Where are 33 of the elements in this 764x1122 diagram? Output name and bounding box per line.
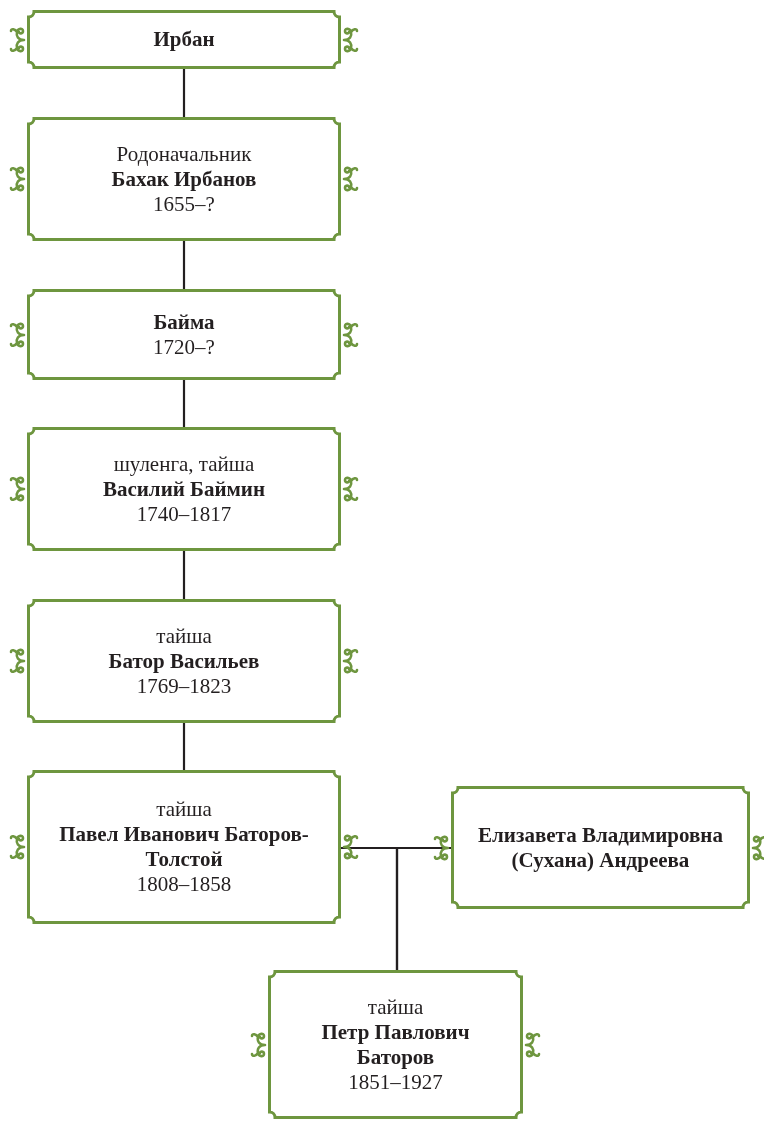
person-box: [27, 117, 341, 241]
title-text: тайша: [367, 994, 424, 1020]
connector-line: [182, 723, 186, 770]
name-text: Байма: [153, 309, 215, 335]
person-box: [268, 970, 523, 1119]
connector-line: [182, 69, 186, 117]
name-text: Батор Васильев: [108, 648, 260, 674]
person-box: [451, 786, 750, 909]
name-text: Бахак Ирбанов: [111, 166, 257, 192]
years-text: 1655–?: [153, 191, 215, 217]
name-text: Петр Павлович Баторов: [320, 1019, 471, 1070]
connector-line: [182, 380, 186, 427]
years-text: 1740–1817: [136, 501, 232, 527]
name-text: Василий Баймин: [102, 476, 266, 502]
years-text: 1769–1823: [136, 673, 232, 699]
connector-line: [395, 846, 451, 970]
connector-line: [182, 551, 186, 599]
years-text: 1808–1858: [136, 872, 232, 897]
years-text: 1851–1927: [348, 1069, 443, 1095]
name-text: Ирбан: [153, 27, 215, 52]
title-text: Родоначальник: [116, 141, 252, 167]
person-box: [27, 770, 341, 924]
years-text: 1720–?: [153, 334, 215, 360]
person-box: [27, 599, 341, 723]
connector-line: [182, 241, 186, 289]
title-text: тайша: [156, 623, 212, 649]
person-box: [27, 10, 341, 69]
person-box: [27, 427, 341, 551]
person-box: [27, 289, 341, 380]
name-text: Елизавета Владимировна (Сухана) Андреева: [477, 822, 724, 873]
title-text: тайша: [156, 797, 212, 822]
name-text: Павел Иванович Баторов-Толстой: [58, 822, 310, 872]
title-text: шуленга, тайша: [113, 451, 255, 477]
